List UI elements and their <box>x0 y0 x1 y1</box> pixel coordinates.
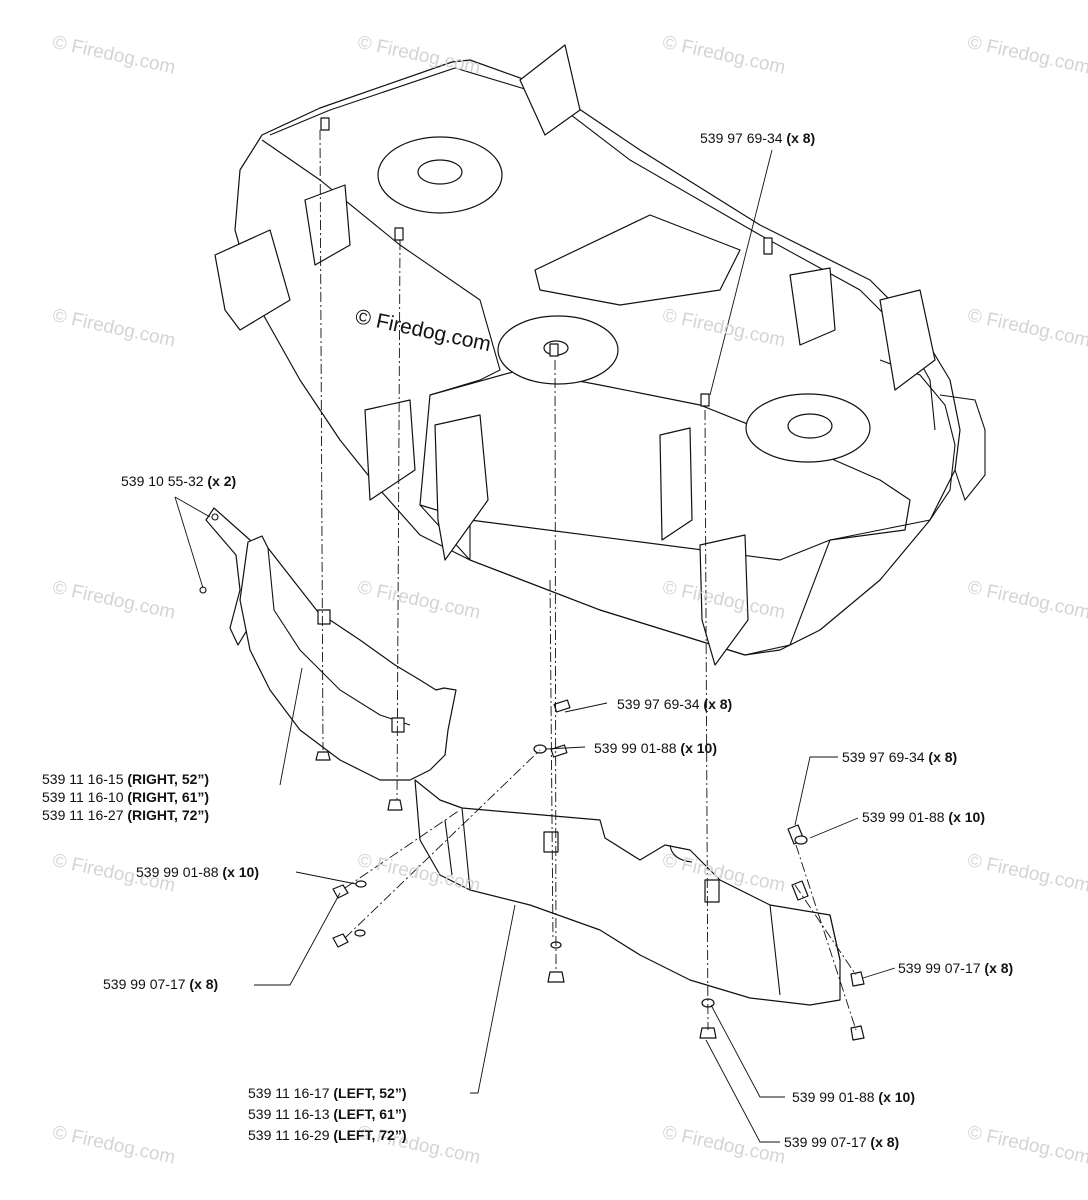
label-top-bolt: 539 97 69-34 (x 8) <box>700 130 816 146</box>
nut-icon <box>387 799 403 811</box>
washer-icon <box>354 929 366 937</box>
nut-icon <box>315 751 331 761</box>
nut-icon <box>699 1027 717 1039</box>
leader-lines <box>174 149 896 1143</box>
label-bottom-washer: 539 99 01-88 (x 10) <box>792 1089 915 1105</box>
label-left-shield-52: 539 11 16-17 (LEFT, 52”) <box>248 1085 407 1101</box>
left-chute-shield <box>414 779 841 1006</box>
bolt-icon <box>553 699 571 713</box>
label-mid-washer: 539 99 01-88 (x 10) <box>594 740 717 756</box>
right-chute-shield <box>239 535 457 781</box>
bolt-icon <box>791 880 809 901</box>
bolt-icon <box>763 237 773 255</box>
bolt-icon <box>394 227 404 241</box>
nut-icon <box>332 933 349 948</box>
bolt-icon <box>320 117 330 131</box>
washer-icon <box>533 744 547 754</box>
hardware <box>315 117 865 1041</box>
washer-icon <box>355 880 367 888</box>
label-left-washer: 539 99 01-88 (x 10) <box>136 864 259 880</box>
nut-icon <box>850 1025 865 1041</box>
bolt-icon <box>549 343 559 357</box>
label-right-shield-72: 539 11 16-27 (RIGHT, 72”) <box>42 807 210 823</box>
label-right-nut: 539 99 07-17 (x 8) <box>898 960 1014 976</box>
nut-icon <box>547 971 565 983</box>
label-left-shield-61: 539 11 16-13 (LEFT, 61”) <box>248 1106 407 1122</box>
nut-icon <box>332 884 349 899</box>
label-right-shield-52: 539 11 16-15 (RIGHT, 52”) <box>42 771 210 787</box>
label-bottom-nut: 539 99 07-17 (x 8) <box>784 1134 900 1150</box>
nut-icon <box>850 971 865 987</box>
label-right-washer: 539 99 01-88 (x 10) <box>862 809 985 825</box>
label-left-shield-72: 539 11 16-29 (LEFT, 72”) <box>248 1127 407 1143</box>
label-left-nut: 539 99 07-17 (x 8) <box>103 976 219 992</box>
washer-icon <box>794 835 808 845</box>
label-right-bolt: 539 97 69-34 (x 8) <box>842 749 958 765</box>
label-right-shield-61: 539 11 16-10 (RIGHT, 61”) <box>42 789 210 805</box>
bolt-icon <box>550 744 568 758</box>
mower-deck <box>214 44 986 666</box>
alignment-lines <box>319 129 857 1031</box>
label-mid-bolt: 539 97 69-34 (x 8) <box>617 696 733 712</box>
label-left-bracket: 539 10 55-32 (x 2) <box>121 473 237 489</box>
bolt-icon <box>700 393 710 407</box>
